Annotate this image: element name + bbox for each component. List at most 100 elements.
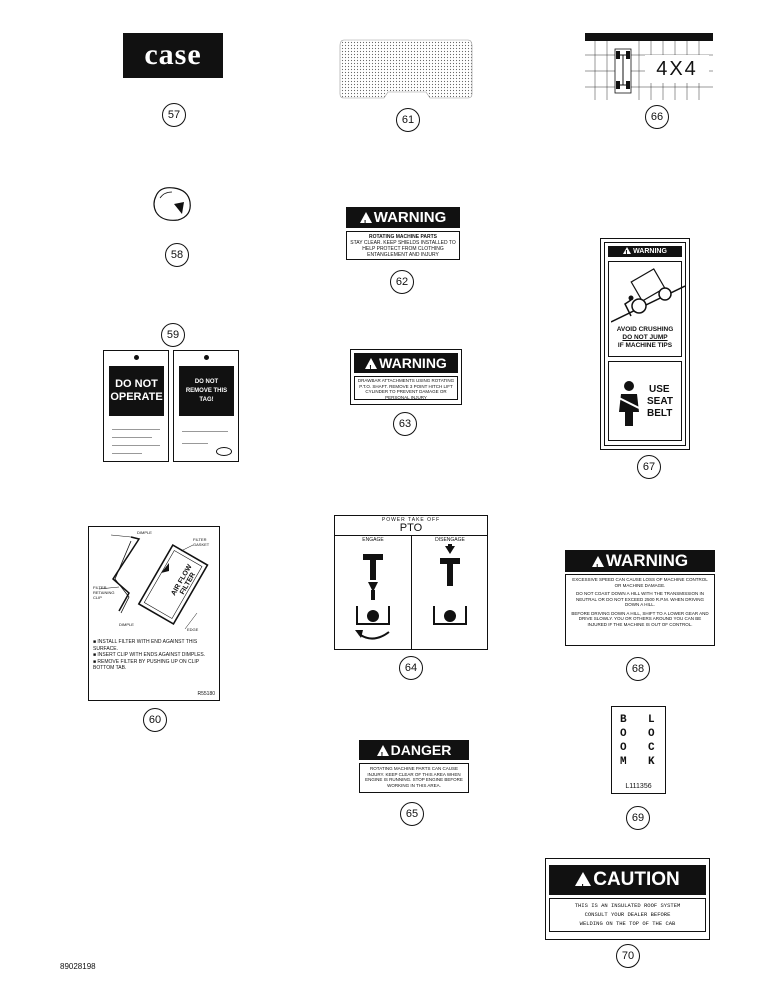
decal-66-4x4: 4X4 [585,33,713,108]
grid-lines [585,41,713,100]
callout-58: 58 [165,243,189,267]
filter-edge-label: EDGE [187,627,199,632]
decal-62-body: STAY CLEAR. KEEP SHIELDS INSTALLED TO HE… [350,240,456,258]
decal-67-header: WARNING [608,246,682,259]
filter-gasket-label: FILTER GASKET [193,537,210,547]
decal-67-warning-rollover: WARNING AVOID CRUSHING DO NOT JUMP IF MA… [600,238,690,450]
decal-65-danger: DANGER ROTATING MACHINE PARTS CAN CAUSE … [359,740,469,796]
decal-70-header: CAUTION [549,865,706,903]
callout-59: 59 [161,323,185,347]
boom-letter: O [620,742,627,754]
callout-67: 67 [637,455,661,479]
lock-letter: L [648,714,655,726]
decal-59-tag-do-not-operate: DO NOT OPERATE [103,350,169,462]
filter-instruction-1: ■ INSTALL FILTER WITH END AGAINST THIS S… [93,639,198,652]
4x4-label: 4X4 [645,55,709,83]
filter-part-number: R55180 [197,691,215,697]
boom-letter: M [620,756,627,768]
decal-62-header: WARNING [346,207,460,234]
decal-62-title: ROTATING MACHINE PARTS [368,234,438,240]
callout-63: 63 [393,412,417,436]
danger-triangle-icon [376,745,389,766]
decal-67-use: USE [649,384,670,395]
pto-title-small: POWER TAKE OFF [381,517,441,523]
decal-67-header-text: WARNING [633,248,667,255]
tag-hole [134,355,139,360]
boom-letter: O [620,728,627,740]
decal-63-body: DRAWBAR ATTACHMENTS USING ROTATING P.T.O… [357,378,455,400]
decal-68-header: WARNING [565,550,715,579]
boom-column: B O O M [620,713,627,769]
warning-triangle-icon [365,358,378,379]
warning-triangle-icon [623,247,632,259]
lock-letter: O [648,728,655,740]
filter-clip-label: FILTER RETAINING CLIP [93,585,115,600]
decal-70-header-text: CAUTION [593,869,680,890]
decal-69-boom-lock: B O O M L O C K L111356 [611,706,666,794]
callout-66: 66 [645,105,669,129]
filter-simple-label: DIMPLE [137,530,152,535]
decal-65-body: ROTATING MACHINE PARTS CAN CAUSE INJURY.… [365,766,463,788]
decal-67-belt: BELT [647,408,673,419]
decal-63-header-text: WARNING [379,355,447,371]
callout-57: 57 [162,103,186,127]
decal-68-p2: DO NOT COAST DOWN A HILL WITH THE TRANSM… [575,591,705,607]
decal-62-warning-rotating: WARNING ROTATING MACHINE PARTS STAY CLEA… [346,207,460,265]
decal-64-pto: POWER TAKE OFF PTO ENGAGE DISENGAGE [334,515,488,650]
pto-engage-icon [355,554,390,640]
filter-instruction-2: ■ INSERT CLIP WITH ENDS AGAINST DIMPLES. [93,652,206,658]
decal-60-air-filter: DIMPLE FILTER GASKET FILTER RETAINING CL… [88,526,220,701]
pto-title: PTO [399,522,423,534]
decal-70-line2: CONSULT YOUR DEALER BEFORE [584,911,671,918]
decal-62-header-text: WARNING [373,209,447,226]
callout-62: 62 [390,270,414,294]
callout-65: 65 [400,802,424,826]
rollover-illustration-icon [611,268,685,323]
decal-70-line1: THIS IS AN INSULATED ROOF SYSTEM [574,902,681,909]
lock-letter: C [648,742,655,754]
decal-67-line3: IF MACHINE TIPS [617,342,673,349]
decal-58-knob [150,184,196,229]
warning-triangle-icon [359,212,372,234]
decal-67-seat: SEAT [647,396,673,407]
boom-lock-part-number: L111356 [625,783,652,790]
seat-belt-icon [618,381,640,426]
pto-disengage-icon [433,544,467,625]
filter-instructions: ■ INSTALL FILTER WITH END AGAINST THIS S… [93,639,217,672]
case-logo-text: case [144,38,202,71]
air-filter-diagram [98,534,209,630]
callout-61: 61 [396,108,420,132]
decal-68-p3: BEFORE DRIVING DOWN A HILL, SHIFT TO A L… [571,610,709,627]
drivetrain-icon [614,48,632,94]
decal-68-header-text: WARNING [605,551,689,570]
tag-hole [204,355,209,360]
decal-70-caution: CAUTION THIS IS AN INSULATED ROOF SYSTEM… [545,858,710,940]
callout-64: 64 [399,656,423,680]
filter-dimple-label: DIMPLE [119,622,134,627]
callout-70: 70 [616,944,640,968]
caution-triangle-icon [575,872,592,903]
figure-number: 89028198 [60,962,96,971]
decal-68-warning-speed: WARNING EXCESSIVE SPEED CAN CAUSE LOSS O… [565,550,715,648]
warning-triangle-icon [591,556,604,579]
knob-icon [153,187,191,221]
case-mini-logo-icon [216,447,232,456]
filter-instruction-3: ■ REMOVE FILTER BY PUSHING UP ON CLIP BO… [93,658,200,672]
callout-68: 68 [626,657,650,681]
decal-57-case-logo: case [123,33,223,78]
callout-69: 69 [626,806,650,830]
tag2-text: DO NOT REMOVE THIS TAG! [179,366,234,416]
decal-61-window-shade [338,38,474,100]
lock-column: L O C K [648,713,655,769]
decal-59-tag-do-not-remove: DO NOT REMOVE THIS TAG! [173,350,239,462]
decal-67-line2: DO NOT JUMP [622,334,668,341]
callout-60: 60 [143,708,167,732]
lock-letter: K [648,756,655,768]
decal-63-warning-drawbar: WARNING DRAWBAR ATTACHMENTS USING ROTATI… [350,349,462,405]
decal-70-line3: WELDING ON THE TOP OF THE CAB [579,920,676,927]
decal-68-p1: EXCESSIVE SPEED CAN CAUSE LOSS OF MACHIN… [572,577,708,588]
decal-65-header-text: DANGER [390,742,452,758]
decal-67-line1: AVOID CRUSHING [616,326,674,333]
boom-letter: B [620,714,627,726]
pto-disengage-label: DISENGAGE [435,537,465,543]
